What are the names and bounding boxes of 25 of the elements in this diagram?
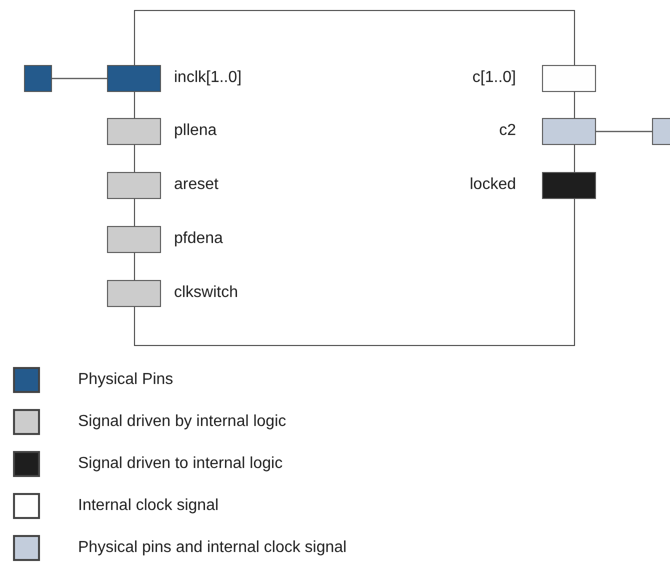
signal-name: pfdena [174,229,223,249]
legend-text: Signal driven to internal logic [78,454,283,474]
signal-name: areset [174,175,218,195]
pin-box [24,65,52,92]
signal-name: inclk[1..0] [174,68,242,88]
signal-name: pllena [174,121,217,141]
legend-text: Physical pins and internal clock signal [78,538,347,558]
pin-box [542,65,596,92]
pin-box [107,65,161,92]
pin-box [107,172,161,199]
connector-line [596,130,652,132]
pin-box [542,118,596,145]
pin-box [542,172,596,199]
signal-name: locked [470,175,516,195]
signal-name: c2 [499,121,516,141]
pin-box [652,118,670,145]
pin-box [107,280,161,307]
signal-name: c[1..0] [472,68,516,88]
pin-box [107,118,161,145]
legend-text: Internal clock signal [78,496,219,516]
connector-line [52,78,107,80]
legend-text: Physical Pins [78,370,174,390]
pin-box [107,226,161,253]
legend-text: Signal driven by internal logic [78,412,286,432]
signal-name: clkswitch [174,283,238,303]
